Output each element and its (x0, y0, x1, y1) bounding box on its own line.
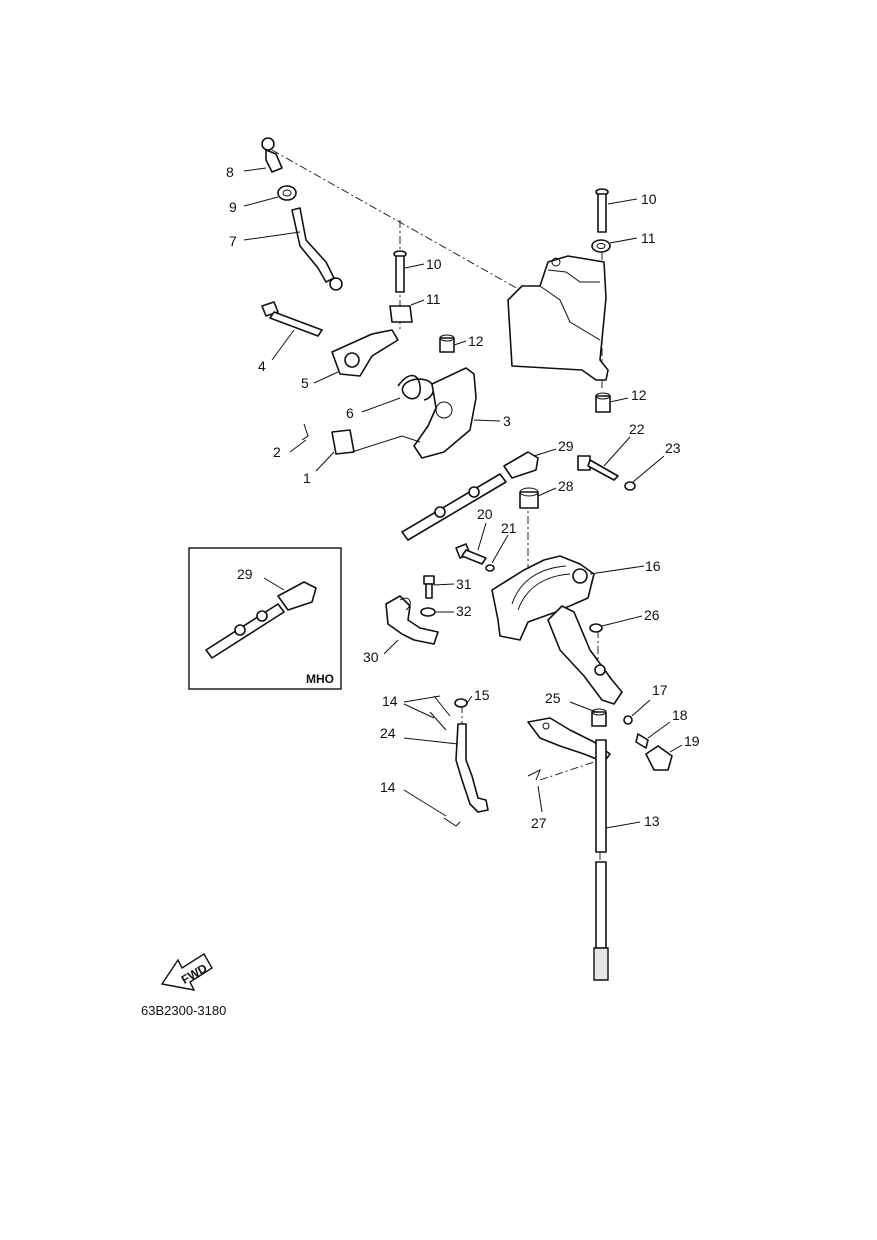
callout-2: 2 (273, 444, 281, 460)
part-23-washer (624, 455, 665, 491)
inset-callout-29: 29 (237, 566, 253, 582)
callout-12: 12 (468, 333, 484, 349)
callout-26: 26 (644, 607, 660, 623)
part-24-shift-lever (403, 723, 489, 813)
part-9-nut (243, 185, 297, 207)
callout-21: 21 (501, 520, 517, 536)
callout-5: 5 (301, 375, 309, 391)
part-31-bolt (423, 575, 455, 599)
callout-31: 31 (456, 576, 472, 592)
part-7-link-rod (243, 207, 343, 291)
fwd-direction-arrow: FWD (160, 953, 213, 991)
part-18-spring (635, 721, 671, 749)
part-19-plug (645, 744, 683, 771)
part-16-shift-bracket (491, 555, 645, 641)
callout-32: 32 (456, 603, 472, 619)
callout-3: 3 (503, 413, 511, 429)
part-12-bushing-top (439, 334, 467, 353)
part-12-bushing-bottom (595, 392, 629, 413)
callout-29: 29 (558, 438, 574, 454)
part-3-cam-plate (413, 367, 501, 459)
callout-20: 20 (477, 506, 493, 522)
callout-11: 11 (641, 230, 656, 246)
shift-plate (527, 717, 611, 763)
callout-15: 15 (474, 687, 490, 703)
callout-22: 22 (629, 421, 645, 437)
part-10-bolt-right (595, 188, 638, 233)
part-15-washer (454, 695, 473, 708)
part-11-collar-left (389, 299, 425, 323)
part-28-spacer (519, 487, 557, 509)
part-14-pins (403, 695, 461, 827)
part-2-clip (289, 423, 309, 453)
callout-7: 7 (229, 233, 237, 249)
callout-17: 17 (652, 682, 668, 698)
part-25-grommet (569, 701, 607, 727)
drawing-code: 63B2300-3180 (141, 1003, 226, 1018)
callout-labels: 8 9 7 10 11 10 11 12 12 4 5 6 3 2 1 22 2… (226, 164, 700, 831)
part-29-cable-joint (503, 448, 557, 479)
part-26-washer (589, 615, 643, 633)
callout-10: 10 (641, 191, 657, 207)
control-bracket-housing (507, 255, 609, 381)
callout-13: 13 (644, 813, 660, 829)
callout-6: 6 (346, 405, 354, 421)
part-4-long-bolt (261, 301, 323, 361)
callout-19: 19 (684, 733, 700, 749)
part-32-washer (420, 607, 454, 617)
inset-label: MHO (306, 672, 334, 686)
part-27-clip (527, 768, 543, 813)
part-13-shift-rod (593, 739, 641, 981)
callout-16: 16 (645, 558, 661, 574)
part-20-bolt (455, 522, 487, 565)
part-22-bolt (577, 436, 631, 481)
callout-14: 14 (380, 779, 396, 795)
callout-25: 25 (545, 690, 561, 706)
callout-8: 8 (226, 164, 234, 180)
callout-27: 27 (531, 815, 547, 831)
callout-4: 4 (258, 358, 266, 374)
part-10-bolt-left (393, 250, 425, 293)
part-5-throttle-lever (313, 329, 399, 384)
callout-18: 18 (672, 707, 688, 723)
callout-11: 11 (426, 291, 441, 307)
callout-1: 1 (303, 470, 311, 486)
callout-23: 23 (665, 440, 681, 456)
callout-9: 9 (229, 199, 237, 215)
part-17-ball (623, 699, 651, 725)
callout-24: 24 (380, 725, 396, 741)
callout-12: 12 (631, 387, 647, 403)
callout-28: 28 (558, 478, 574, 494)
callout-14: 14 (382, 693, 398, 709)
part-11-collar-right (591, 237, 638, 253)
part-8-cable-end (243, 137, 283, 173)
shift-lever-arm (547, 605, 623, 705)
part-1-joint-block (315, 429, 421, 472)
inset-box (188, 547, 342, 690)
part-21-washer (485, 534, 509, 572)
part-30-shift-link (383, 595, 439, 655)
part-6-return-spring (361, 374, 435, 413)
callout-10: 10 (426, 256, 442, 272)
callout-30: 30 (363, 649, 379, 665)
throttle-cable (401, 473, 507, 541)
